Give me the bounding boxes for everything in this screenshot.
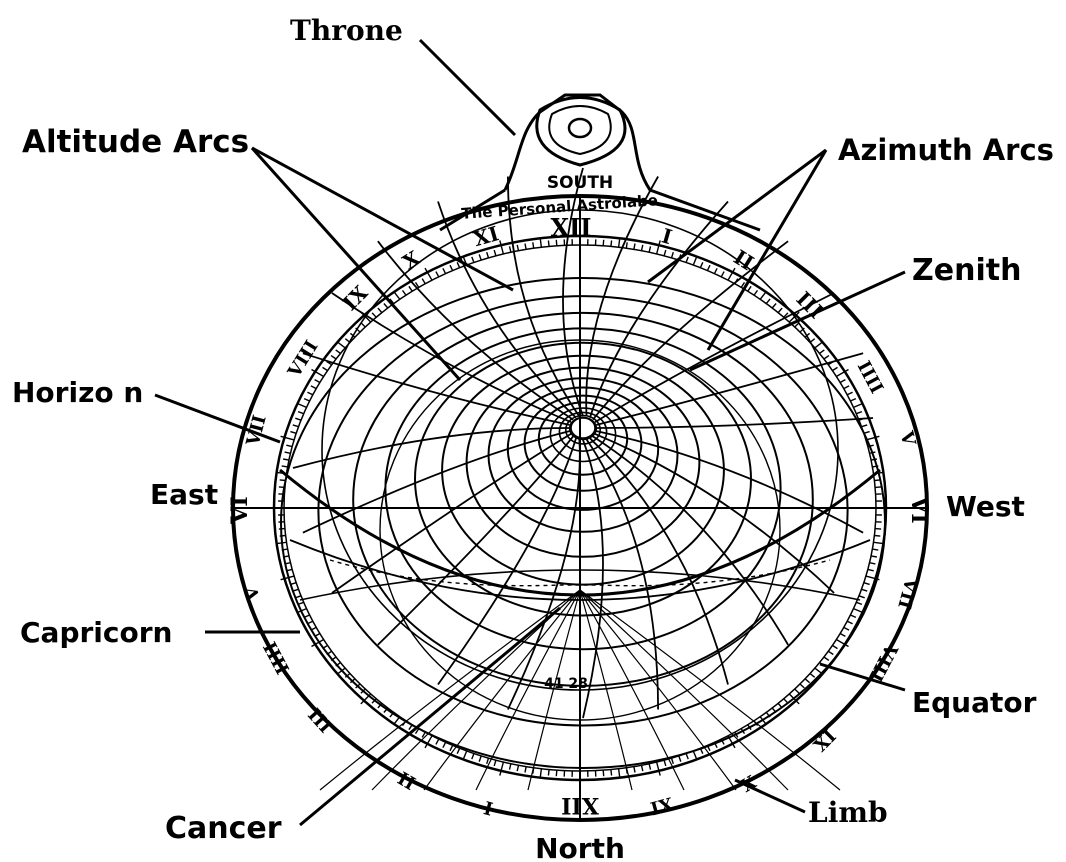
label-equator: Equator [912,686,1037,719]
limb-tick [872,549,878,550]
limb-tick [548,241,549,247]
limb-tick [548,770,549,776]
label-west: West [946,490,1025,523]
label-horizon: Horizo n [12,376,143,409]
hour-top: XII [550,213,591,242]
limb-tick [533,242,534,248]
label-cancer: Cancer [165,811,282,846]
limb-tick [556,770,557,776]
limb-tick [611,770,612,776]
limb-tick [611,241,612,247]
limb-tick [603,770,604,776]
label-east: East [150,478,218,511]
label-altitude-arcs: Altitude Arcs [22,124,249,160]
limb-tick [603,240,604,246]
latitude-label: 41 28 [544,676,588,692]
hour-right: VI [906,495,932,523]
label-limb: Limb [808,796,888,829]
hour-bottom: XII [561,792,599,818]
label-throne: Throne [290,14,403,47]
limb-tick [875,487,881,488]
limb-tick [282,466,288,467]
label-north: North [535,832,625,862]
label-zenith: Zenith [912,253,1021,288]
limb-tick [626,242,627,248]
label-azimuth-arcs: Azimuth Arcs [838,133,1054,167]
label-capricorn: Capricorn [20,616,172,649]
limb-tick [875,529,881,530]
hour-left: VI [227,496,253,524]
limb-tick [874,536,880,537]
